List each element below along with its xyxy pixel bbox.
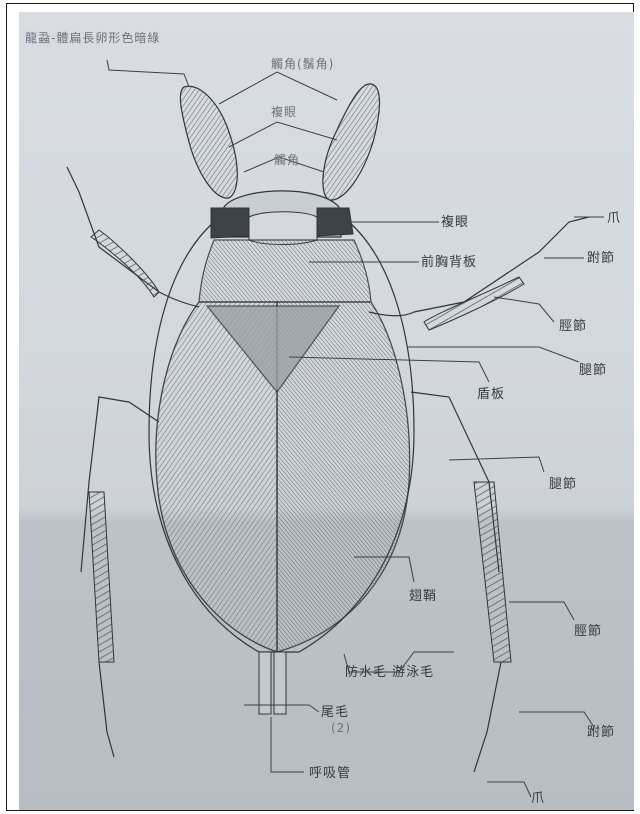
diagram-title: 龍蝨-體扁長卵形色暗綠: [25, 30, 160, 45]
photo-frame: 龍蝨-體扁長卵形色暗綠 觸角(鬚角) 複眼 觸角 複眼 前胸背板 爪 跗節 脛節…: [6, 3, 634, 811]
label-breathing-tube: 呼吸管: [309, 766, 351, 781]
label-femur-top: 腿節: [579, 363, 607, 378]
label-scutellum: 盾板: [477, 387, 505, 402]
label-claw-bottom: 爪: [531, 791, 545, 806]
label-compound-eye: 複眼: [441, 214, 469, 230]
front-left-leg: [67, 167, 199, 307]
right-eye: [317, 208, 353, 236]
left-antenna: [180, 86, 237, 198]
label-head: 觸角: [274, 152, 300, 167]
label-claw-top: 爪: [607, 211, 621, 226]
label-cercus: 尾毛: [321, 705, 349, 720]
label-antenna: 觸角(鬚角): [271, 56, 334, 71]
label-tarsus-bottom: 跗節: [587, 725, 615, 740]
pronotum: [199, 240, 371, 302]
label-tibia-top: 脛節: [559, 319, 587, 334]
label-swimming-hair: 防水毛 游泳毛: [345, 664, 434, 680]
label-compound-eye-group: 複眼: [271, 104, 297, 119]
right-antenna: [323, 84, 380, 200]
label-pronotum: 前胸背板: [421, 254, 477, 270]
label-tarsus-top: 跗節: [587, 251, 615, 266]
label-tibia-bottom: 脛節: [574, 624, 602, 639]
left-eye: [211, 208, 249, 238]
label-elytra: 翅鞘: [409, 588, 437, 604]
label-femur-mid: 腿節: [549, 477, 577, 492]
beetle-sketch: 龍蝨-體扁長卵形色暗綠 觸角(鬚角) 複眼 觸角 複眼 前胸背板 爪 跗節 脛節…: [19, 12, 634, 810]
label-cercus-sub: (2): [331, 721, 351, 735]
sketch-paper: 龍蝨-體扁長卵形色暗綠 觸角(鬚角) 複眼 觸角 複眼 前胸背板 爪 跗節 脛節…: [19, 12, 634, 810]
